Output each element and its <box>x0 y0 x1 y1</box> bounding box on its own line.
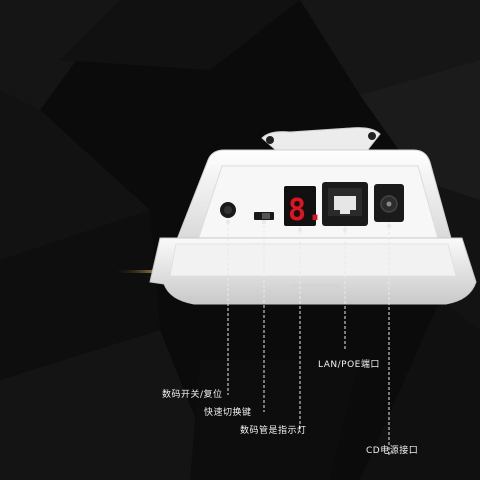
digit-indicator-label: 数码管是指示灯 <box>240 426 307 436</box>
dc-power-port-label: CD电源接口 <box>366 446 419 456</box>
reset-button <box>220 202 236 218</box>
digit-readout: 8. <box>288 193 324 228</box>
mount-bracket <box>261 127 381 153</box>
tray-slot <box>290 284 342 288</box>
lan-poe-port-label: LAN/POE端口 <box>318 360 380 370</box>
dc-power-jack <box>374 184 404 222</box>
callout-lines <box>227 218 390 455</box>
reset-switch-label: 数码开关/复位 <box>162 390 223 400</box>
quick-switch-key <box>254 212 274 220</box>
quick-switch-key-label: 快速切换键 <box>204 408 252 418</box>
digit-display: 8. <box>284 186 324 228</box>
rj45-port <box>322 182 368 226</box>
